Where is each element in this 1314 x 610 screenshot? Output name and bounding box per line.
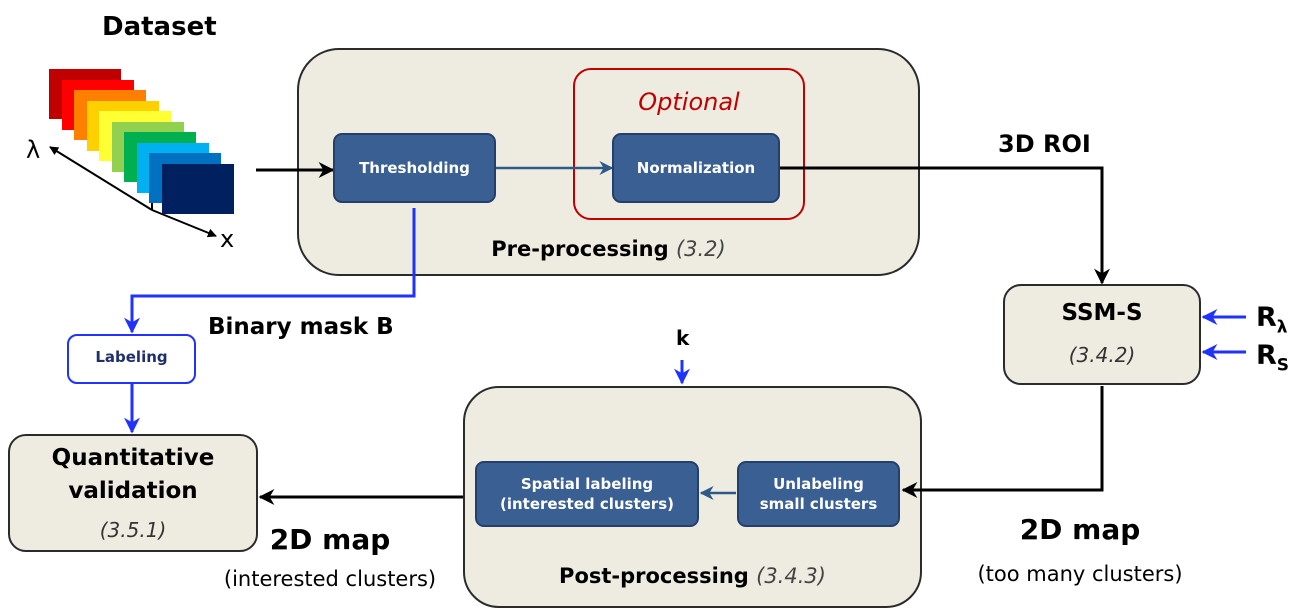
r-s-letter: R — [1256, 340, 1277, 371]
validation-title-line2: validation — [68, 478, 198, 505]
map-right-subtitle: (too many clusters) — [977, 562, 1183, 586]
r-lambda-param: Rλ — [1256, 302, 1288, 337]
validation-title: Quantitative validation — [8, 442, 258, 509]
axis-x-label: x — [220, 225, 235, 253]
validation-title-line1: Quantitative — [51, 445, 215, 471]
postprocessing-caption: Post-processing (3.4.3) — [463, 564, 922, 588]
postprocessing-ref: (3.4.3) — [756, 564, 826, 588]
roi-label: 3D ROI — [998, 130, 1091, 158]
validation-box — [8, 434, 258, 552]
arrow-roi-to-ssm — [780, 166, 1110, 285]
preprocessing-title: Pre-processing — [491, 237, 669, 261]
thresholding-step: Thresholding — [333, 133, 496, 203]
map-left-subtitle: (interested clusters) — [223, 567, 437, 591]
preprocessing-ref: (3.2) — [675, 237, 726, 261]
unlabel-line1: Unlabeling — [773, 474, 864, 493]
unlabeling-step: Unlabeling small clusters — [737, 461, 900, 527]
spatial-line1: Spatial labeling — [520, 474, 654, 493]
postprocessing-title: Post-processing — [559, 564, 749, 588]
binary-mask-label: Binary mask B — [208, 314, 394, 340]
axis-lambda-label: λ — [26, 136, 41, 164]
normalization-step: Normalization — [612, 133, 780, 203]
labeling-box — [67, 334, 196, 384]
axis-lambda-line — [49, 146, 153, 211]
map-left-title: 2D map — [269, 523, 391, 556]
unlabel-line2: small clusters — [759, 495, 878, 513]
optional-frame — [573, 68, 805, 220]
r-s-sub: S — [1276, 355, 1290, 376]
r-s-param: RS — [1256, 340, 1289, 375]
preprocessing-caption: Pre-processing (3.2) — [297, 237, 920, 261]
r-lambda-sub: λ — [1276, 317, 1288, 338]
spatial-line2: (interested clusters) — [500, 495, 674, 513]
ssm-title: SSM-S — [1061, 300, 1143, 326]
optional-label: Optional — [638, 88, 740, 116]
labeling-label: Labeling — [95, 348, 168, 366]
arrow-ssm-to-unlabeling — [901, 386, 1104, 498]
validation-ref: (3.5.1) — [99, 518, 167, 542]
ssm-ref: (3.4.2) — [1068, 343, 1136, 367]
spatial-labeling-step: Spatial labeling (interested clusters) — [475, 461, 699, 527]
r-lambda-letter: R — [1256, 302, 1277, 333]
k-param: k — [676, 326, 690, 350]
arrow-mask-to-labeling — [124, 208, 416, 334]
map-right-title: 2D map — [1019, 513, 1141, 546]
dataset-band-frame — [161, 163, 234, 214]
dataset-title: Dataset — [102, 12, 217, 42]
axis-x-line — [151, 209, 217, 238]
ssm-box — [1003, 284, 1201, 385]
